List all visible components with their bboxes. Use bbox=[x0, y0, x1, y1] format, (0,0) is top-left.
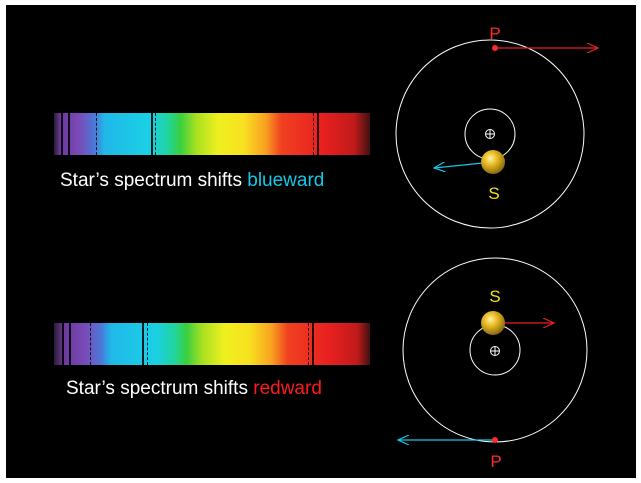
absorption-line bbox=[312, 323, 314, 365]
planet-orbit bbox=[395, 39, 585, 229]
absorption-line bbox=[90, 323, 91, 365]
planet-label: P bbox=[490, 452, 501, 471]
absorption-line bbox=[96, 113, 97, 155]
spectrum-bar-redward bbox=[54, 323, 370, 365]
absorption-line bbox=[155, 113, 156, 155]
caption-prefix: Star’s spectrum shifts bbox=[60, 170, 248, 191]
star-icon bbox=[481, 311, 505, 335]
diagram-panel: Star’s spectrum shifts blueward Star’s s… bbox=[6, 5, 636, 478]
planet-label: P bbox=[489, 24, 500, 43]
caption-prefix: Star’s spectrum shifts bbox=[66, 378, 254, 399]
absorption-line bbox=[313, 113, 314, 155]
spectrum-bar-blueward bbox=[54, 113, 370, 155]
orbit-diagrams: P S S P bbox=[395, 24, 636, 471]
caption-shift-word: redward bbox=[253, 378, 322, 399]
caption-shift-word: blueward bbox=[247, 170, 325, 191]
absorption-line bbox=[308, 323, 309, 365]
absorption-line bbox=[62, 323, 64, 365]
star-label: S bbox=[488, 184, 499, 203]
absorption-line bbox=[147, 323, 148, 365]
spectrum-gradient bbox=[54, 323, 370, 365]
planet-icon bbox=[492, 437, 498, 443]
barycenter-icon bbox=[485, 129, 495, 139]
planet-icon bbox=[492, 45, 498, 51]
barycenter-icon bbox=[490, 346, 500, 356]
orbit-system-top: P S bbox=[395, 24, 598, 229]
absorption-line bbox=[151, 113, 153, 155]
caption-blueward: Star’s spectrum shifts blueward bbox=[60, 170, 324, 192]
star-label: S bbox=[489, 287, 500, 306]
star-icon bbox=[481, 150, 505, 174]
absorption-line bbox=[69, 323, 71, 365]
absorption-line bbox=[317, 113, 319, 155]
absorption-line bbox=[142, 323, 144, 365]
absorption-line bbox=[68, 113, 70, 155]
absorption-line bbox=[61, 113, 63, 155]
caption-redward: Star’s spectrum shifts redward bbox=[66, 378, 322, 400]
orbit-system-bottom: S P bbox=[398, 257, 588, 471]
